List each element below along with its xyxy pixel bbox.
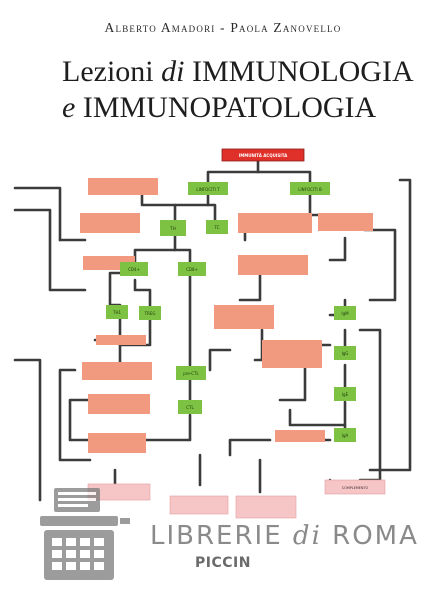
authors: Alberto Amadori - Paola Zanovello bbox=[104, 20, 342, 35]
node-ctl-label: CTL bbox=[186, 405, 194, 410]
typewriter-icon bbox=[40, 488, 130, 580]
node-ctl bbox=[178, 400, 202, 414]
node-salmon-8 bbox=[238, 213, 312, 233]
node-iga bbox=[334, 428, 356, 442]
node-salmon-2 bbox=[80, 213, 140, 233]
title-line-2-text: IMMUNOPATOLOGIA bbox=[75, 91, 377, 124]
watermark-brand-italic: di bbox=[292, 521, 322, 551]
node-igg bbox=[334, 346, 356, 360]
node-lymph-b bbox=[290, 182, 330, 195]
node-lymph-b-label: LINFOCITI B bbox=[298, 187, 322, 192]
node-salmon-9 bbox=[318, 213, 373, 231]
node-salmon-7 bbox=[88, 433, 146, 453]
node-salmon-1 bbox=[88, 178, 158, 195]
title-line-1-text-2: IMMUNOLOGIA bbox=[184, 55, 414, 88]
node-iga-label: IgA bbox=[342, 433, 349, 438]
node-salmon-12 bbox=[262, 340, 322, 368]
node-salmon-10 bbox=[238, 255, 308, 275]
title-line-2: e IMMUNOPATOLOGIA bbox=[62, 91, 376, 125]
node-cd4 bbox=[120, 262, 148, 276]
node-cd8 bbox=[178, 262, 206, 276]
diagram-nodes: IMMUNITÀ ACQUISITA LINFOCITI T LINFOCITI… bbox=[80, 148, 386, 519]
node-pre-ctl bbox=[176, 366, 206, 380]
node-th1-label: TH1 bbox=[112, 310, 121, 315]
title-line-1: Lezioni di IMMUNOLOGIA bbox=[62, 55, 414, 89]
watermark-brand-text-2: ROMA bbox=[321, 521, 419, 551]
node-th1 bbox=[106, 305, 128, 319]
node-lymph-t-label: LINFOCITI T bbox=[196, 187, 220, 192]
node-salmon-6 bbox=[88, 394, 150, 414]
node-igm bbox=[334, 306, 356, 320]
node-salmon-13 bbox=[275, 430, 325, 442]
watermark-brand-text-1: LIBRERIE bbox=[150, 521, 293, 551]
node-root bbox=[221, 148, 305, 162]
node-ige bbox=[334, 387, 356, 401]
node-root-label: IMMUNITÀ ACQUISITA bbox=[239, 153, 288, 158]
publisher: PICCIN bbox=[195, 555, 251, 571]
node-th-label: TH bbox=[169, 226, 175, 231]
node-igm-label: IgM bbox=[341, 311, 349, 316]
title-line-1-text: Lezioni bbox=[62, 55, 162, 88]
node-treg bbox=[139, 306, 161, 320]
node-complement bbox=[324, 479, 386, 495]
node-treg-label: TREG bbox=[144, 311, 156, 316]
node-lymph-t bbox=[188, 182, 228, 195]
title-line-1-italic: di bbox=[161, 55, 185, 88]
node-ige-label: IgE bbox=[342, 392, 349, 397]
watermark-brand: LIBRERIE di ROMA bbox=[150, 521, 419, 551]
node-cd4-label: CD4+ bbox=[128, 267, 140, 272]
node-pre-ctl-label: pre-CTL bbox=[183, 371, 199, 376]
diagram-connectors bbox=[13, 158, 412, 502]
node-th bbox=[160, 220, 186, 236]
node-cd8-label: CD8+ bbox=[186, 267, 198, 272]
node-tc bbox=[206, 220, 228, 234]
node-salmon-4 bbox=[96, 335, 146, 345]
title-line-2-italic: e bbox=[62, 91, 76, 124]
node-pink-3 bbox=[235, 495, 297, 519]
node-salmon-11 bbox=[214, 305, 274, 329]
node-complement-label: COMPLEMENTO bbox=[342, 486, 369, 490]
node-igg-label: IgG bbox=[342, 351, 349, 356]
node-salmon-5 bbox=[82, 362, 152, 380]
node-tc-label: TC bbox=[213, 225, 219, 230]
node-pink-2 bbox=[169, 495, 229, 515]
